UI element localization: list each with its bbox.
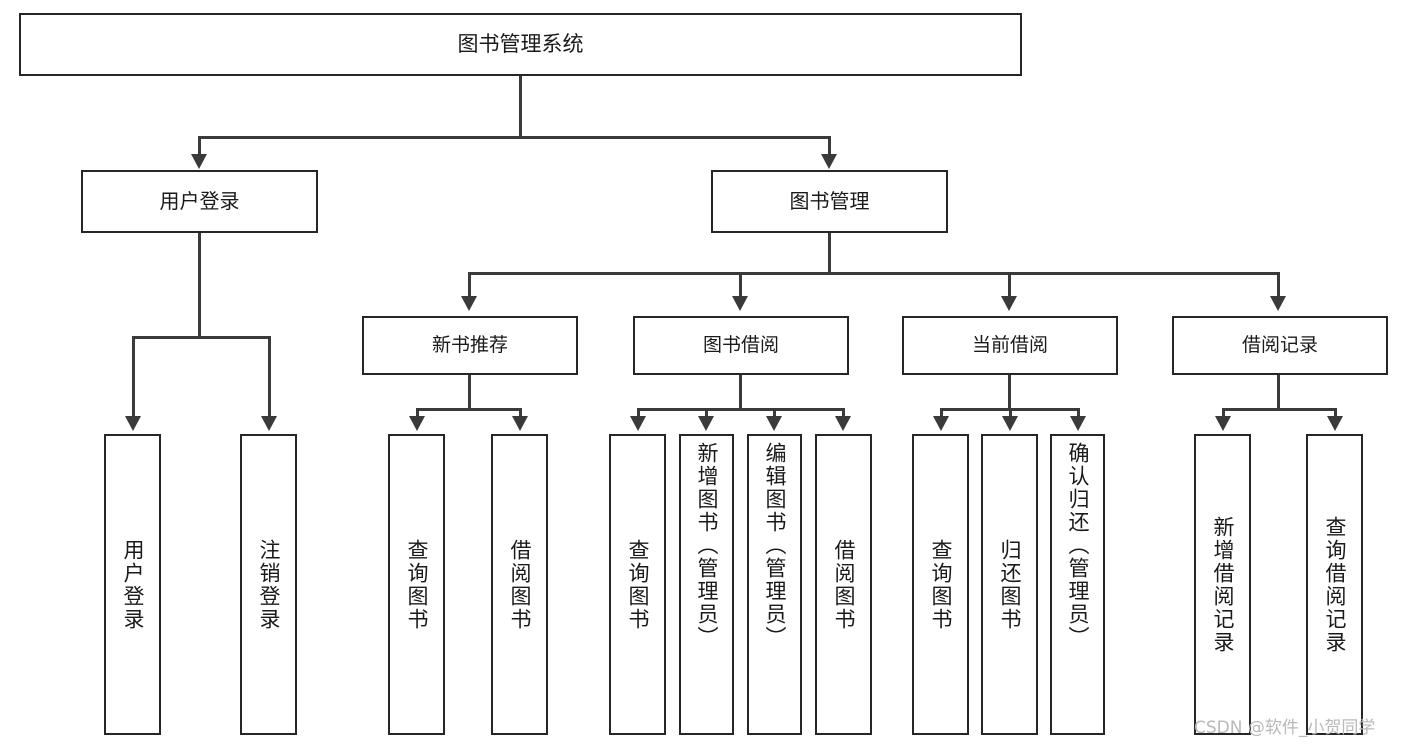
arrow-leaf-edit-book: [766, 416, 782, 431]
node-leaf-add-book[interactable]: 新增图书（管理员）: [679, 434, 734, 735]
arrow-leaf-logout-login: [261, 416, 277, 431]
arrow-leaf-query-book-2: [630, 416, 646, 431]
connector-book-manage-stem: [828, 233, 831, 272]
node-book-borrow-label: 图书借阅: [702, 334, 779, 357]
node-new-book-recommend[interactable]: 新书推荐: [362, 316, 578, 375]
connector-to-current-borrow: [1008, 272, 1011, 298]
connector-root-stem: [519, 76, 522, 136]
node-leaf-return-book-label: 归还图书: [998, 538, 1022, 631]
node-borrow-record[interactable]: 借阅记录: [1172, 316, 1388, 375]
node-leaf-logout-login-label: 注销登录: [257, 538, 281, 631]
node-leaf-user-login[interactable]: 用户登录: [104, 434, 161, 735]
connector-nbr-drop-1: [416, 408, 419, 418]
node-leaf-user-login-label: 用户登录: [121, 538, 145, 631]
connector-book-borrow-stem: [739, 375, 742, 408]
node-leaf-borrow-book-1-label: 借阅图书: [508, 538, 532, 631]
arrow-to-book-manage: [821, 154, 837, 169]
node-leaf-edit-book[interactable]: 编辑图书（管理员）: [747, 434, 802, 735]
connector-new-book-recommend-bus: [416, 408, 522, 411]
arrow-leaf-add-record: [1215, 416, 1231, 431]
connector-br-drop-1: [1222, 408, 1225, 418]
node-user-login-label: 用户登录: [159, 188, 240, 213]
connector-bb-drop-4: [842, 408, 845, 418]
connector-to-book-borrow: [739, 272, 742, 298]
connector-cb-drop-3: [1077, 408, 1080, 418]
node-book-manage-label: 图书管理: [789, 188, 870, 213]
node-leaf-add-book-label: 新增图书（管理员）: [695, 442, 719, 649]
arrow-leaf-query-book-3: [933, 416, 949, 431]
node-book-borrow[interactable]: 图书借阅: [633, 316, 849, 375]
node-leaf-borrow-book-1[interactable]: 借阅图书: [491, 434, 548, 735]
arrow-to-current-borrow: [1001, 296, 1017, 311]
connector-cb-drop-2: [1009, 408, 1012, 418]
arrow-leaf-query-record: [1327, 416, 1343, 431]
node-leaf-logout-login[interactable]: 注销登录: [240, 434, 297, 735]
connector-current-borrow-stem: [1008, 375, 1011, 408]
connector-to-user-login: [198, 136, 201, 156]
node-leaf-query-book-1-label: 查询图书: [405, 538, 429, 631]
arrow-leaf-add-book: [698, 416, 714, 431]
arrow-leaf-query-book-1: [409, 416, 425, 431]
connector-to-book-manage: [828, 136, 831, 156]
connector-user-login-bus: [132, 336, 268, 339]
node-leaf-add-record[interactable]: 新增借阅记录: [1194, 434, 1251, 735]
node-leaf-query-book-2[interactable]: 查询图书: [609, 434, 666, 735]
connector-cb-drop-1: [940, 408, 943, 418]
connector-user-login-stem: [198, 233, 201, 336]
connector-level3-bus: [468, 272, 1280, 275]
node-leaf-query-book-2-label: 查询图书: [626, 538, 650, 631]
node-borrow-record-label: 借阅记录: [1241, 334, 1318, 357]
connector-br-drop-2: [1334, 408, 1337, 418]
connector-new-book-recommend-stem: [468, 375, 471, 408]
connector-to-borrow-record: [1277, 272, 1280, 298]
connector-book-borrow-bus: [637, 408, 845, 411]
node-current-borrow-label: 当前借阅: [971, 334, 1048, 357]
node-root[interactable]: 图书管理系统: [19, 13, 1022, 76]
connector-bb-drop-3: [773, 408, 776, 418]
connector-level2-bus: [198, 136, 831, 139]
node-leaf-query-book-1[interactable]: 查询图书: [388, 434, 445, 735]
node-root-label: 图书管理系统: [457, 32, 584, 57]
connector-borrow-record-bus: [1222, 408, 1337, 411]
node-leaf-borrow-book-2-label: 借阅图书: [832, 538, 856, 631]
connector-nbr-drop-2: [519, 408, 522, 418]
connector-bb-drop-2: [705, 408, 708, 418]
node-leaf-query-record[interactable]: 查询借阅记录: [1306, 434, 1363, 735]
node-current-borrow[interactable]: 当前借阅: [902, 316, 1118, 375]
arrow-to-user-login: [191, 154, 207, 169]
node-leaf-query-book-3-label: 查询图书: [929, 538, 953, 631]
connector-borrow-record-stem: [1277, 375, 1280, 408]
node-leaf-borrow-book-2[interactable]: 借阅图书: [815, 434, 872, 735]
node-leaf-confirm-return-label: 确认归还（管理员）: [1066, 442, 1090, 649]
arrow-to-new-book-recommend: [461, 296, 477, 311]
arrow-to-borrow-record: [1270, 296, 1286, 311]
arrow-leaf-return-book: [1002, 416, 1018, 431]
node-leaf-add-record-label: 新增借阅记录: [1211, 515, 1235, 654]
node-leaf-query-book-3[interactable]: 查询图书: [912, 434, 969, 735]
arrow-leaf-confirm-return: [1070, 416, 1086, 431]
node-book-manage[interactable]: 图书管理: [711, 170, 948, 233]
connector-user-login-left-drop: [132, 336, 135, 418]
arrow-leaf-user-login: [125, 416, 141, 431]
connector-user-login-right-drop: [268, 336, 271, 418]
arrow-leaf-borrow-book-1: [512, 416, 528, 431]
arrow-leaf-borrow-book-2: [835, 416, 851, 431]
node-new-book-recommend-label: 新书推荐: [431, 334, 508, 357]
node-leaf-edit-book-label: 编辑图书（管理员）: [763, 442, 787, 649]
node-leaf-confirm-return[interactable]: 确认归还（管理员）: [1050, 434, 1105, 735]
node-leaf-query-record-label: 查询借阅记录: [1323, 515, 1347, 654]
node-leaf-return-book[interactable]: 归还图书: [981, 434, 1038, 735]
node-user-login[interactable]: 用户登录: [81, 170, 318, 233]
connector-bb-drop-1: [637, 408, 640, 418]
connector-to-new-book-recommend: [468, 272, 471, 298]
arrow-to-book-borrow: [732, 296, 748, 311]
